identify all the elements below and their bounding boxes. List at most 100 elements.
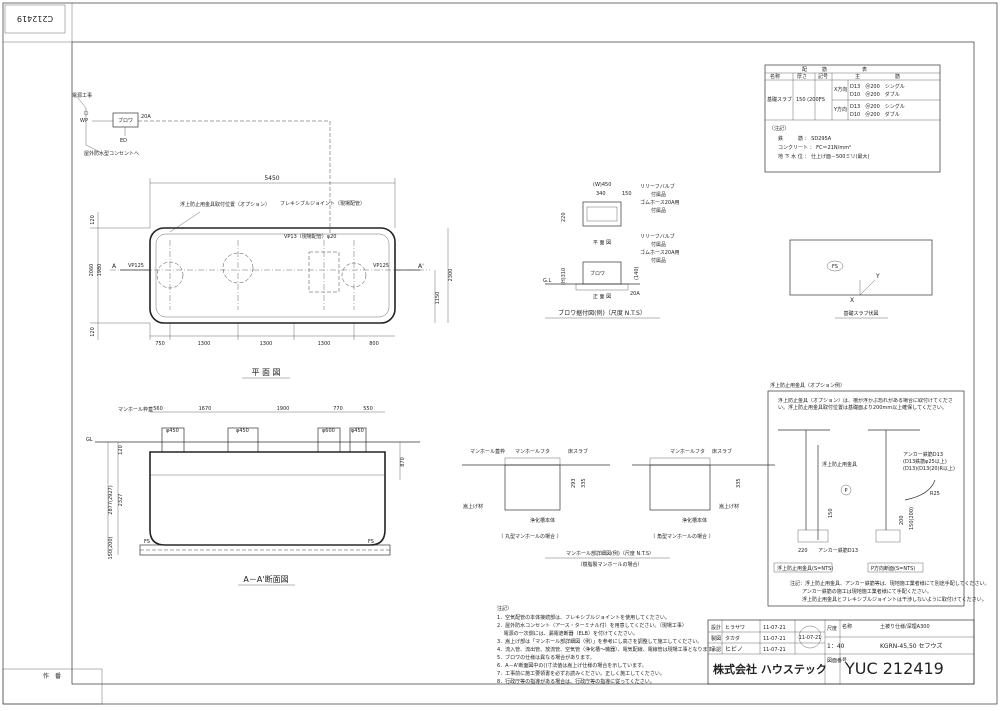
spec-h3: 表 (862, 66, 867, 73)
acc-4: 付属品 (651, 257, 666, 264)
fs-right: FS (368, 539, 374, 545)
spec-row-thick: 150 (200) (796, 97, 821, 103)
mh-left-tank: 浄化槽本体 (530, 517, 555, 524)
mh-right-caption: （ 角型マンホールの場合 ） (650, 533, 713, 540)
float-dim-150-200: 150(200) (909, 507, 915, 530)
tb-date-1: 11-07-21 (763, 625, 786, 631)
product-name: KGRN-45,50 セフウズ (880, 642, 943, 650)
blower-front-label: 正 面 図 (593, 294, 611, 300)
left-dim-3: 2060 (89, 264, 95, 277)
phi-4: φ450 (351, 428, 364, 434)
marker-p: P (844, 488, 847, 494)
mh-right-cover: マンホールフタ (670, 448, 705, 455)
note-4: 3．嵩上げ部は「マンホール部詳細図（例）」を参考にし高さを調整して施工してくださ… (497, 638, 702, 645)
mark-a: A (112, 263, 117, 270)
ed-label: ED (120, 138, 127, 144)
bottom-dim-5: 800 (369, 341, 379, 347)
note-7: 6．A－A'断面図中の()寸法値は嵩上げ仕様の場合を示しています。 (497, 662, 647, 669)
tb-date-3: 11-07-21 (763, 647, 786, 653)
pipe-20a-label: 20A (141, 114, 151, 120)
flex-label: フレキシブルジョイント（現場配管） (280, 200, 365, 207)
manhole-detail: マンホール蓋枠 マンホールフタ 床スラブ 嵩上げ材 浄化槽本体 335 293 … (462, 448, 775, 568)
phi-2: φ450 (236, 428, 249, 434)
blower-dim-h: (H)310 (561, 268, 567, 285)
blower-dim-220: 220 (561, 212, 567, 222)
sec-left-dim-2: 2327 (118, 494, 124, 507)
left-dim-4: 120 (90, 327, 96, 337)
float-footnote-3: 浮上防止用金具とフレキシブルジョイントは干渉しないように取付けてください。 (802, 596, 987, 603)
spec-notes-title: 〔注記〕 (769, 125, 789, 132)
tb-role-3: 承認 (711, 646, 721, 653)
caption-left: 浮上防止用金具(S=NTS) (777, 565, 833, 572)
blower-detail: (W)450 340 150 220 リリーフバルブ 付属品 ゴムホース20A用… (543, 182, 680, 319)
anchor-sub: (D13)(D13(20)R以上) (903, 465, 955, 472)
anchor-bar: アンカー鉄筋D13 (818, 547, 858, 554)
total-length: 5450 (264, 175, 279, 182)
spec-col-bar: 筋 (895, 73, 900, 80)
foundation-mark: FS (832, 264, 838, 270)
phi-1: φ450 (166, 428, 179, 434)
sec-left-dim-1: 120 (118, 445, 124, 455)
note-8: 7．工事前に施工要領書を必ずお読みください。正しく施工してください。 (497, 670, 665, 677)
author-label: 作 番 (43, 672, 61, 680)
fs-left: FS (144, 539, 150, 545)
note-9: 8．行政庁等の指導がある場合は、行政庁等の指導に従ってください。 (497, 678, 655, 685)
manhole-title: マンホール部詳細図(例)（尺度 N.T.S） (566, 550, 654, 557)
scale-value: 1：40 (827, 643, 845, 650)
note-2: 2．屋外防水コンセント（アース・ターミナル付）を用意してください。（現場工事） (497, 622, 687, 629)
mh-right-slab: 床スラブ (712, 448, 732, 455)
product-note: 土被り仕様/深埋A300 (880, 623, 930, 630)
axis-y: Y (875, 273, 880, 280)
sec-left-dim-4: 150(200) (108, 536, 114, 559)
float-note: 浮上防止金具（オプション）は、槽が浮かぶ恐れがある場合に取付けてください。浮上防… (778, 398, 953, 411)
manhole-top-label: マンホール枠蓋 (118, 406, 153, 413)
manhole-2 (222, 252, 254, 284)
bottom-dim-4: 1300 (318, 341, 331, 347)
outlet-label: 屋外防水型コンセントへ (84, 150, 139, 157)
right-dim-inner: 1150 (435, 292, 441, 305)
tb-role-1: 設計 (711, 624, 721, 631)
float-footnote-1: 注記：浮上防止用金具、アンカー鉄筋等は、現地施工業者様にて別途手配してください。 (790, 580, 990, 587)
foundation-plan: FS Y X 基礎スラブ伏図 (789, 239, 933, 319)
spec-col-thick: 厚さ (797, 73, 807, 80)
spec-col-code: 記号 (818, 73, 828, 80)
tb-role-2: 製図 (711, 635, 721, 642)
bottom-dim-2: 1300 (198, 341, 211, 347)
stamp-date: 11-07-21 (799, 635, 822, 641)
tb-name-2: タカダ (725, 635, 740, 642)
vp-out: VP125 (373, 263, 389, 269)
bottom-dim-3: 1300 (260, 341, 273, 347)
spec-note-1: 鉄 筋 ： SD295A (778, 135, 832, 142)
general-notes: 注記） 1．空気配管の本体接続部は、フレキシブルジョイントを使用してください。 … (497, 605, 717, 685)
note-1: 1．空気配管の本体接続部は、フレキシブルジョイントを使用してください。 (497, 614, 670, 621)
mh-left-dim-1: 335 (581, 478, 587, 488)
vp13-label: VP13（現場配管）φ20 (284, 233, 336, 240)
float-footnote-2: アンカー鉄筋の施工は現地施工業者様にて手配ください。 (802, 588, 932, 595)
manhole-subtitle: （樹脂製マンホールの場合） (577, 561, 642, 568)
tb-date-2: 11-07-21 (763, 636, 786, 642)
note-5: 4．流入管、流出管、放流管、空気管（浄化槽～機器）、電気配線、電線管は現場工事と… (497, 646, 717, 653)
spec-x-dir: X方向 (834, 86, 847, 93)
axis-x: X (850, 297, 854, 304)
spec-table: 配 筋 表 名称 厚さ 記号 主 筋 基礎スラブ 150 (200) FS X方… (764, 64, 941, 173)
mh-right-filler: 嵩上げ材 (719, 503, 739, 510)
spec-y-dir: Y方向 (833, 106, 847, 113)
company-name: 株式会社 ハウステック (713, 662, 827, 676)
spec-row-code: FS (819, 97, 825, 103)
blower-name: ブロワ (590, 270, 605, 277)
foundation-title: 基礎スラブ伏図 (843, 310, 878, 317)
tb-name-1: ヒラサワ (725, 625, 745, 631)
plan-title: 平 面 図 (251, 368, 280, 377)
bottom-dim-1: 750 (155, 341, 165, 347)
mh-left-caption: （ 丸型マンホールの場合 ） (498, 533, 561, 540)
float-dim-150: 150 (828, 508, 834, 518)
inner-border (71, 41, 975, 685)
section-dim-3: 1900 (277, 406, 290, 412)
left-dim-1: 120 (90, 215, 96, 225)
mh-left-slab: 床スラブ (568, 448, 588, 455)
float-title: 浮上防止用金具（オプション例） (770, 382, 845, 389)
vp-in: VP125 (128, 263, 144, 269)
hose-2: ゴムホース20A用 (640, 249, 680, 256)
wp-label: WP (80, 118, 88, 124)
spec-col-main: 主 (855, 73, 860, 80)
